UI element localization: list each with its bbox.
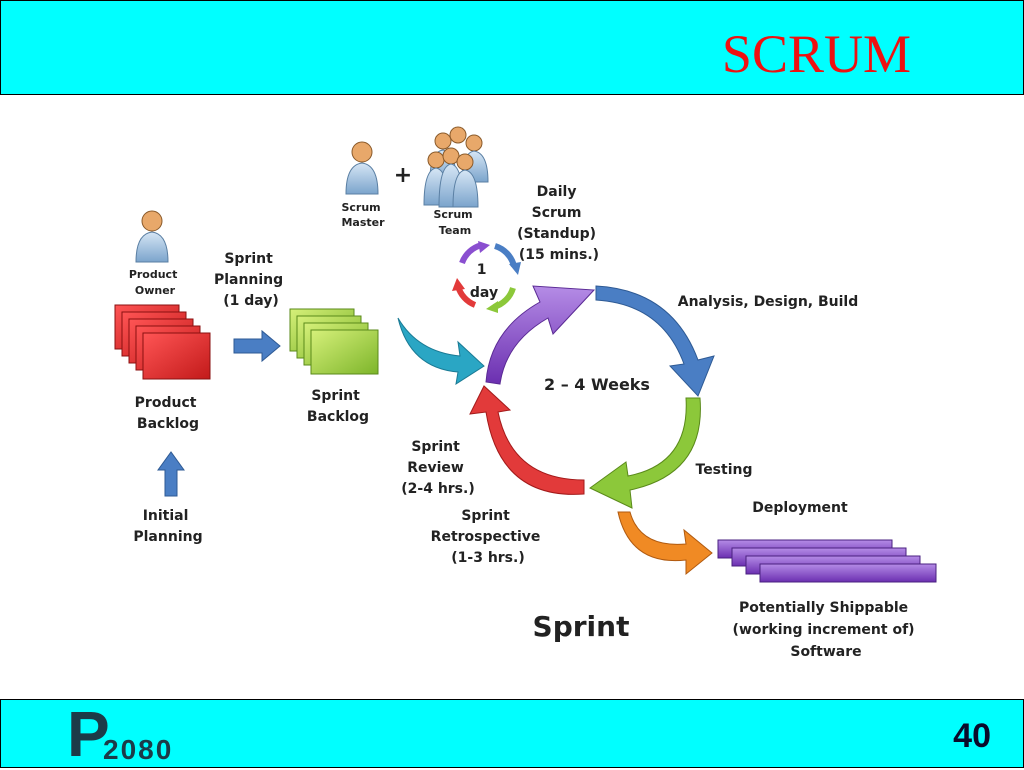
- deployment-arrow: [617, 511, 713, 576]
- product-backlog-stack: [114, 304, 211, 380]
- sprint-review-label: Sprint Review (2-4 hrs.): [401, 439, 475, 497]
- sprint-planning-label: Sprint Planning (1 day): [214, 251, 288, 309]
- sprint-label: Sprint: [533, 610, 630, 643]
- deployment-label: Deployment: [752, 500, 848, 516]
- blue-cycle-arrow: [595, 285, 715, 397]
- daily-cycle-icon: [452, 241, 521, 313]
- initial-planning-label: Initial Planning: [133, 508, 202, 545]
- one-day-label: 1 day: [470, 262, 498, 301]
- sprint-input-arrow: [397, 317, 485, 386]
- purple-cycle-arrow: [485, 285, 596, 385]
- testing-label: Testing: [696, 462, 753, 478]
- sprint-backlog-label: Sprint Backlog: [307, 388, 369, 425]
- slide-number: 40: [953, 717, 991, 755]
- logo-letter: P: [67, 698, 110, 770]
- green-cycle-arrow: [589, 397, 701, 509]
- analysis-label: Analysis, Design, Build: [678, 294, 859, 310]
- scrum-team-icon: [423, 126, 489, 208]
- p2080-logo: P 2080: [67, 702, 227, 766]
- sprint-backlog-stack: [289, 308, 379, 375]
- footer-bar: P 2080 40: [0, 699, 1024, 768]
- planning-arrow: [233, 329, 281, 363]
- cycle-duration-label: 2 – 4 Weeks: [544, 375, 650, 394]
- product-owner-icon: [135, 210, 169, 263]
- product-owner-label: Product Owner: [129, 268, 181, 297]
- scrum-master-icon: [345, 141, 379, 195]
- initial-planning-arrow: [157, 451, 185, 497]
- shippable-increment-stack: [717, 539, 937, 583]
- red-cycle-arrow: [469, 385, 585, 495]
- scrum-team-label: Scrum Team: [433, 208, 476, 237]
- slide-title: SCRUM: [721, 24, 911, 84]
- shippable-label: Potentially Shippable (working increment…: [733, 600, 920, 660]
- daily-scrum-label: Daily Scrum (Standup) (15 mins.): [517, 184, 601, 263]
- product-backlog-label: Product Backlog: [135, 395, 202, 432]
- sprint-retrospective-label: Sprint Retrospective (1-3 hrs.): [431, 508, 546, 566]
- scrum-master-label: Scrum Master: [341, 201, 385, 229]
- header-bar: SCRUM: [0, 0, 1024, 95]
- logo-number: 2080: [103, 734, 174, 765]
- sprint-cycle: [469, 285, 715, 509]
- plus-sign: +: [394, 163, 412, 188]
